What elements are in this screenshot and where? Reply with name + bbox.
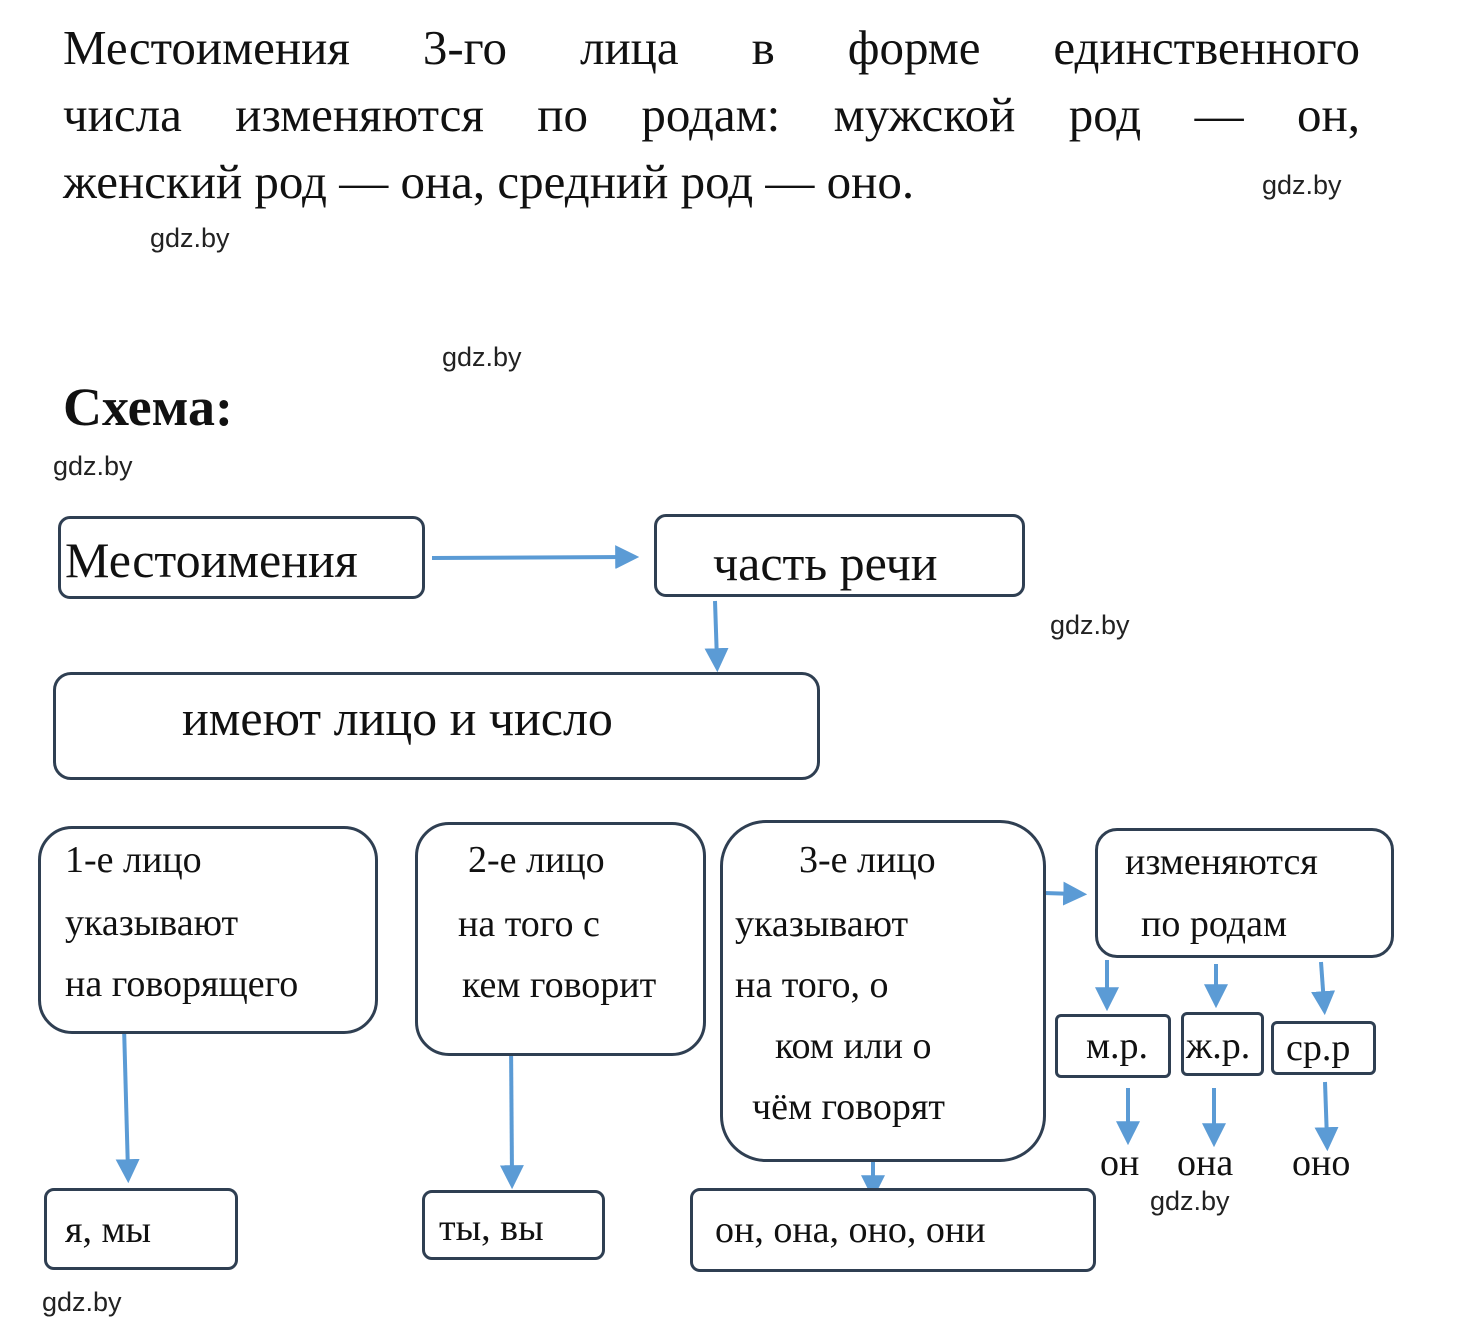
- arrow-first-to-examples: [115, 1025, 140, 1184]
- third-person-line: 3-е лицо: [799, 839, 936, 881]
- watermark: gdz.by: [1262, 170, 1342, 200]
- feminine-box: ж.р.: [1181, 1012, 1264, 1076]
- second-person-line: кем говорит: [462, 964, 657, 1006]
- third-person-examples: он, она, оно, они: [715, 1209, 986, 1251]
- part-of-speech-label: часть речи: [713, 535, 938, 591]
- second-person-line: на того с: [458, 903, 600, 945]
- neuter-box: ср.р: [1271, 1021, 1376, 1075]
- watermark: gdz.by: [442, 342, 522, 372]
- neuter-pronoun: оно: [1292, 1142, 1351, 1184]
- arrow-gender-to-neut: [1311, 961, 1336, 1016]
- third-person-box: 3-е лицо указывают на того, о ком или о …: [720, 820, 1046, 1162]
- watermark: gdz.by: [1050, 610, 1130, 640]
- rule-line-2: числа изменяются по родам: мужской род —…: [63, 87, 1360, 142]
- third-person-line: ком или о: [775, 1025, 932, 1067]
- first-person-examples-box: я, мы: [44, 1188, 238, 1270]
- rule-line-1: Местоимения 3-го лица в форме единственн…: [63, 20, 1360, 75]
- part-of-speech-box: часть речи: [654, 514, 1025, 597]
- second-person-examples: ты, вы: [439, 1207, 544, 1249]
- scheme-heading: Схема:: [63, 377, 234, 437]
- third-person-line: чём говорят: [752, 1086, 945, 1128]
- third-person-line: указывают: [735, 903, 909, 945]
- rule-paragraph: Местоимения 3-го лица в форме единственн…: [63, 14, 1360, 215]
- first-person-examples: я, мы: [65, 1209, 152, 1251]
- arrow-third-to-gender: [1043, 881, 1088, 906]
- first-person-box: 1-е лицо указывают на говорящего: [38, 826, 378, 1034]
- arrow-pronouns-to-part: [431, 545, 640, 570]
- watermark: gdz.by: [42, 1287, 122, 1317]
- arrow-part-to-person: [704, 600, 729, 673]
- second-person-line: 2-е лицо: [468, 839, 605, 881]
- person-number-box: имеют лицо и число: [53, 672, 820, 780]
- masculine-label: м.р.: [1086, 1025, 1149, 1067]
- pronouns-label: Местоимения: [65, 532, 358, 588]
- feminine-label: ж.р.: [1186, 1025, 1251, 1067]
- second-person-box: 2-е лицо на того с кем говорит: [415, 822, 706, 1056]
- third-person-line: на того, о: [735, 964, 889, 1006]
- arrow-second-to-examples: [499, 1039, 524, 1190]
- person-number-label: имеют лицо и число: [182, 690, 613, 746]
- first-person-line: указывают: [65, 902, 239, 944]
- first-person-line: на говорящего: [65, 963, 299, 1005]
- first-person-line: 1-е лицо: [65, 839, 202, 881]
- gender-change-box: изменяются по родам: [1095, 828, 1394, 958]
- gender-change-line: изменяются: [1125, 841, 1318, 883]
- pronouns-box: Местоимения: [58, 516, 425, 599]
- watermark: gdz.by: [1150, 1186, 1230, 1216]
- masculine-box: м.р.: [1055, 1014, 1171, 1078]
- neuter-label: ср.р: [1286, 1027, 1351, 1069]
- feminine-pronoun: она: [1177, 1142, 1234, 1184]
- masculine-pronoun: он: [1100, 1142, 1140, 1184]
- rule-line-3: женский род — она, средний род — оно.: [63, 154, 915, 209]
- gender-change-line: по родам: [1141, 903, 1287, 945]
- second-person-examples-box: ты, вы: [422, 1190, 605, 1260]
- watermark: gdz.by: [150, 223, 230, 253]
- third-person-examples-box: он, она, оно, они: [690, 1188, 1096, 1272]
- watermark: gdz.by: [53, 451, 133, 481]
- arrow-neut-to-ono: [1314, 1081, 1339, 1152]
